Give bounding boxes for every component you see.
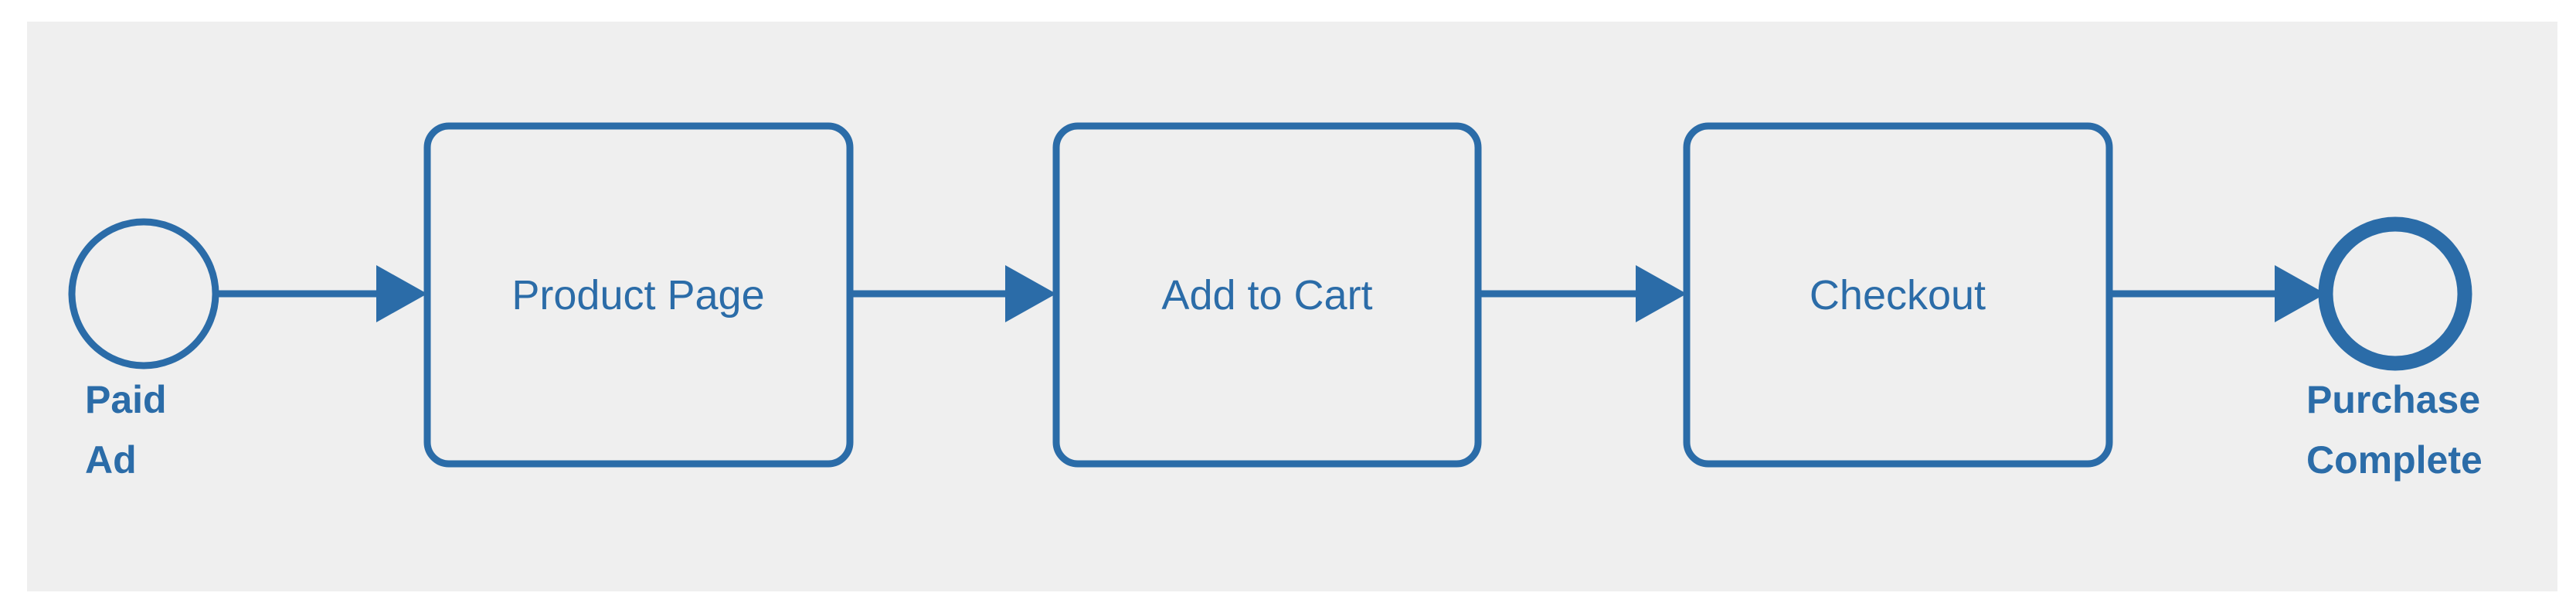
- task-node-checkout[interactable]: Checkout: [1683, 122, 2113, 468]
- end-event-node[interactable]: [2318, 216, 2472, 371]
- arrowhead-icon: [2275, 265, 2326, 322]
- task-label: Checkout: [1810, 272, 1986, 318]
- sequence-flow-add-to-cart-to-checkout[interactable]: [1478, 265, 1687, 322]
- sequence-flow-checkout-to-end[interactable]: [2109, 265, 2326, 322]
- task-shape: [423, 122, 854, 468]
- start-event-label-line2: Ad: [85, 438, 137, 482]
- start-event-label-line1: Paid: [85, 378, 167, 421]
- end-event-label-line1: Purchase: [2306, 378, 2480, 421]
- task-node-product-page[interactable]: Product Page: [423, 122, 854, 468]
- task-label: Add to Cart: [1161, 272, 1372, 318]
- arrowhead-icon: [376, 265, 427, 322]
- arrowhead-icon: [1636, 265, 1687, 322]
- task-shape: [1052, 122, 1482, 468]
- task-node-add-to-cart[interactable]: Add to Cart: [1052, 122, 1482, 468]
- start-event-circle-icon: [68, 218, 219, 370]
- start-event-node[interactable]: [68, 218, 219, 370]
- arrowhead-icon: [1005, 265, 1056, 322]
- end-event-circle-icon: [2318, 216, 2472, 371]
- sequence-flow-product-page-to-add-to-cart[interactable]: [850, 265, 1056, 322]
- sequence-flow-start-to-product-page[interactable]: [216, 265, 427, 322]
- task-shape: [1683, 122, 2113, 468]
- end-event-label-line2: Complete: [2306, 438, 2483, 482]
- task-label: Product Page: [511, 272, 764, 318]
- connector-group: [216, 265, 2326, 322]
